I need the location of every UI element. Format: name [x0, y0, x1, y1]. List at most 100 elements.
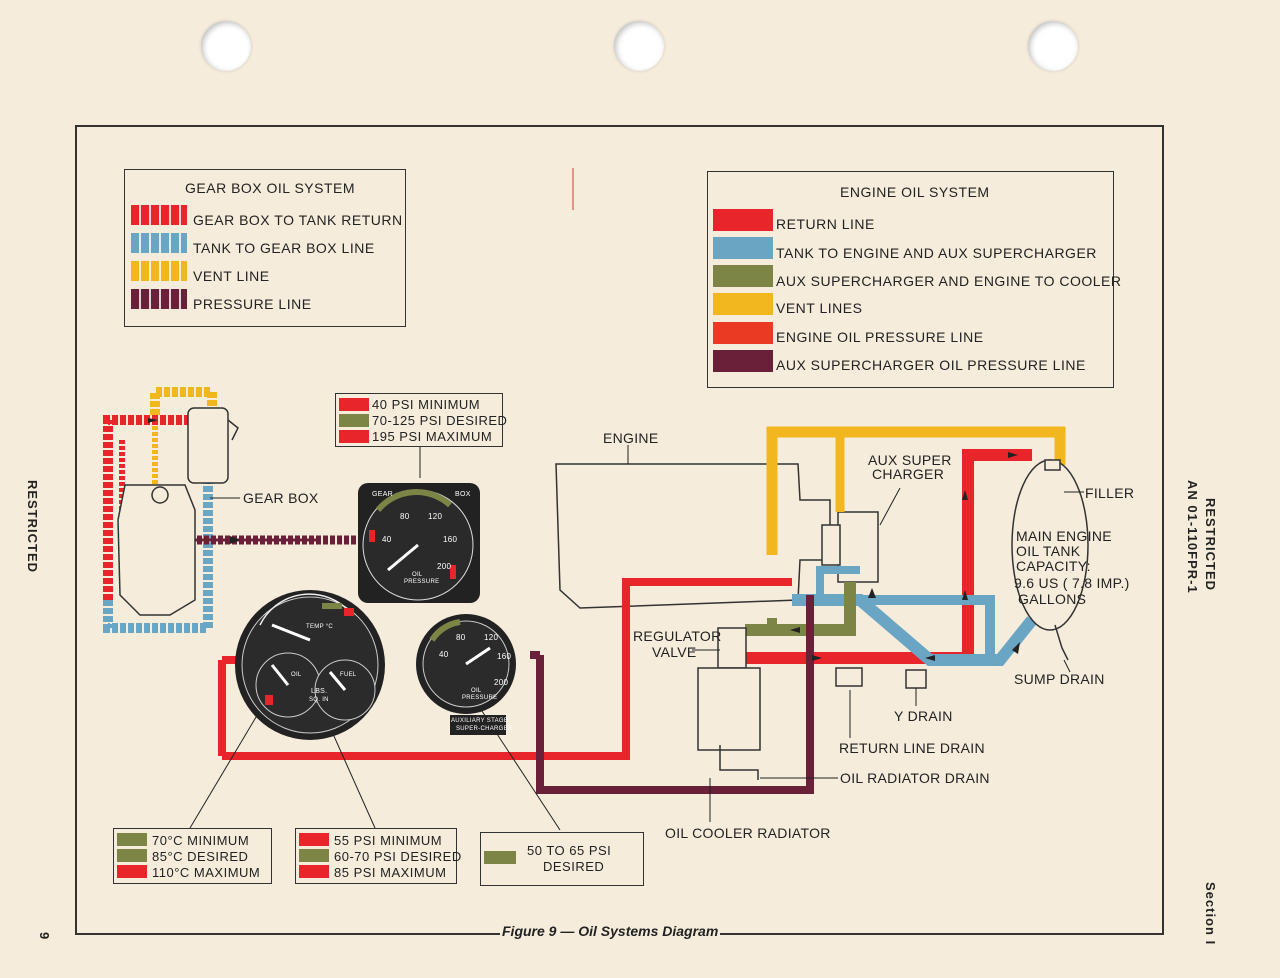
swatch-return-line — [713, 209, 773, 231]
figure-caption: Figure 9 — Oil Systems Diagram — [500, 923, 721, 939]
legend-item-label: RETURN LINE — [776, 216, 875, 232]
swatch-engine-oil-pressure — [713, 322, 773, 344]
gauge-tick: 120 — [484, 633, 499, 642]
gear-box-oil-pressure-gauge — [358, 483, 480, 603]
legend-item-label: 70-125 PSI DESIRED — [372, 413, 508, 428]
legend-item-label: TANK TO GEAR BOX LINE — [193, 240, 375, 256]
legend-item-label: 85 PSI MAXIMUM — [334, 865, 447, 880]
engine-oil-lines — [218, 426, 1066, 794]
oil-radiator-drain-label: OIL RADIATOR DRAIN — [840, 770, 990, 786]
gauge-text: PRESSURE — [404, 579, 440, 585]
binder-hole-left — [201, 21, 251, 71]
oil-cooler-radiator-label: OIL COOLER RADIATOR — [665, 825, 831, 841]
legend-item-label: VENT LINES — [776, 300, 863, 316]
oil-tank-label: 9.6 US ( 7.8 IMP.) — [1014, 575, 1130, 591]
gauge-plate-text: SUPER-CHARGER — [456, 726, 513, 732]
oil-tank-label: GALLONS — [1018, 591, 1087, 607]
legend-item-label: 85°C DESIRED — [152, 849, 249, 864]
legend-item-label: PRESSURE LINE — [193, 296, 312, 312]
binder-hole-right — [1028, 21, 1078, 71]
swatch-maximum — [117, 865, 147, 878]
swatch-minimum — [117, 833, 147, 846]
regulator-valve-label: VALVE — [652, 644, 697, 660]
gauge-tick: 80 — [456, 633, 466, 642]
engine-block — [555, 463, 879, 609]
legend-item-label: AUX SUPERCHARGER OIL PRESSURE LINE — [776, 357, 1086, 373]
gauge-tick: 120 — [428, 512, 443, 521]
swatch-maximum — [339, 430, 369, 443]
gauge-tick: 200 — [437, 562, 452, 571]
legend-item-label: 70°C MINIMUM — [152, 833, 250, 848]
legend-title: ENGINE OIL SYSTEM — [840, 184, 990, 200]
legend-item-label: TANK TO ENGINE AND AUX SUPERCHARGER — [776, 245, 1097, 261]
oil-tank-label: CAPACITY: — [1016, 558, 1091, 574]
flow-arrows — [148, 418, 1020, 661]
gauge-text: OIL — [291, 672, 302, 678]
aux-supercharger-label: CHARGER — [872, 466, 945, 482]
gauge-tick: 160 — [443, 535, 458, 544]
gauge-text: PRESSURE — [462, 695, 498, 701]
gauge-text: BOX — [455, 491, 471, 498]
engine-label: ENGINE — [603, 430, 659, 446]
margin-document-number: AN 01-110FPR-1 — [1185, 480, 1200, 594]
legend-item-label: AUX SUPERCHARGER AND ENGINE TO COOLER — [776, 273, 1122, 289]
margin-restricted-left: RESTRICTED — [25, 480, 40, 574]
legend-item-label: 40 PSI MINIMUM — [372, 397, 481, 412]
swatch-maximum — [299, 865, 329, 878]
oil-tank-label: OIL TANK — [1016, 543, 1081, 559]
swatch-desired — [117, 849, 147, 862]
gear-box-housing — [117, 407, 239, 616]
gear-box-label: GEAR BOX — [243, 490, 319, 506]
gauge-text: FUEL — [340, 672, 357, 678]
gauge-tick: 40 — [439, 650, 449, 659]
binder-hole-center — [614, 21, 664, 71]
swatch-minimum — [299, 833, 329, 846]
swatch-desired — [484, 851, 516, 864]
swatch-aux-supercharger-oil-pressure — [713, 350, 773, 372]
gauge-text: OIL — [412, 572, 423, 578]
gauge-tick: 40 — [382, 535, 392, 544]
regulator-valve-label: REGULATOR — [633, 628, 722, 644]
return-line-drain-label: RETURN LINE DRAIN — [839, 740, 985, 756]
legend-item-label: 195 PSI MAXIMUM — [372, 429, 493, 444]
y-drain-label: Y DRAIN — [894, 708, 953, 724]
swatch-vent-line — [131, 261, 187, 281]
legend-item-label: 60-70 PSI DESIRED — [334, 849, 462, 864]
oil-tank-label: MAIN ENGINE — [1016, 528, 1112, 544]
legend-line: 50 TO 65 PSI — [527, 843, 612, 858]
aux-pressure-legend: 50 TO 65 PSI DESIRED — [480, 832, 644, 886]
swatch-desired — [299, 849, 329, 862]
gauge-text: SQ. IN — [309, 697, 329, 703]
gauge-text: OIL — [471, 688, 482, 694]
margin-restricted-right: RESTRICTED — [1203, 498, 1218, 592]
legend-line: DESIRED — [543, 859, 605, 874]
gauge-tick: 200 — [494, 678, 509, 687]
filler-label: FILLER — [1085, 485, 1135, 501]
swatch-supercharger-to-cooler — [713, 265, 773, 287]
swatch-tank-to-engine — [713, 237, 773, 259]
engine-gauge-unit — [235, 590, 385, 740]
legend-item-label: GEAR BOX TO TANK RETURN — [193, 212, 403, 228]
legend-item-label: VENT LINE — [193, 268, 270, 284]
gauge-plate-text: AUXILIARY STAGE — [451, 718, 509, 724]
swatch-desired — [339, 414, 369, 427]
swatch-gear-box-to-tank-return — [131, 205, 187, 225]
oil-pressure-legend: 55 PSI MINIMUM 60-70 PSI DESIRED 85 PSI … — [295, 828, 461, 884]
oil-cooler-assembly — [697, 627, 927, 780]
sump-drain-label: SUMP DRAIN — [1014, 671, 1105, 687]
legend-title: GEAR BOX OIL SYSTEM — [185, 180, 356, 196]
swatch-minimum — [339, 398, 369, 411]
aux-supercharger-oil-pressure-gauge — [416, 614, 516, 735]
gear-box-oil-system-legend: GEAR BOX OIL SYSTEM GEAR BOX TO TANK RET… — [124, 169, 406, 327]
gauge-text: LBS. — [311, 688, 328, 695]
swatch-tank-to-gear-box — [131, 233, 187, 253]
engine-oil-system-legend: ENGINE OIL SYSTEM RETURN LINE TANK TO EN… — [707, 171, 1121, 388]
gauge-text: GEAR — [372, 491, 394, 498]
gauge-tick: 80 — [400, 512, 410, 521]
gear-box-pressure-legend: 40 PSI MINIMUM 70-125 PSI DESIRED 195 PS… — [335, 393, 507, 447]
gauge-text: TEMP °C — [306, 624, 334, 630]
swatch-pressure-line — [131, 289, 187, 309]
margin-section: Section I — [1203, 882, 1218, 946]
